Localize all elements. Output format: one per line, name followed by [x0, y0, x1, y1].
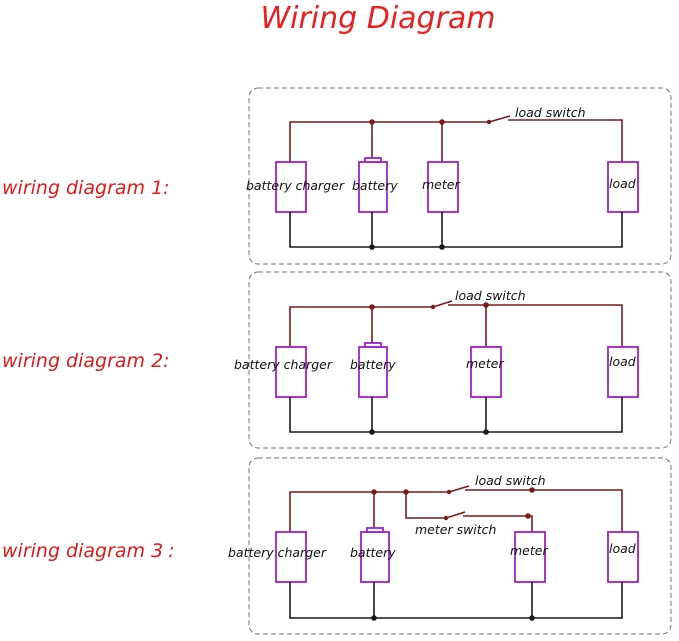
battery-charger-box: [275, 531, 307, 583]
battery-terminal: [364, 342, 382, 348]
diagram-label: wiring diagram 2:: [2, 350, 170, 372]
meter-switch-blade: [445, 511, 466, 519]
load-switch-label: load switch: [515, 105, 586, 120]
load-switch-blade: [488, 115, 511, 123]
junction: [525, 513, 531, 519]
load-box: [607, 531, 639, 583]
meter-switch-wire: [405, 492, 445, 519]
panel-border: [248, 457, 672, 635]
meter-box: [470, 346, 502, 398]
load-wire: [465, 489, 623, 532]
meter-switch-label: meter switch: [415, 522, 497, 537]
wiring-diagram-1: wiring diagram 1: load switch battery ch…: [2, 87, 672, 265]
load-switch-blade: [448, 485, 470, 493]
diagram-label: wiring diagram 3:: [2, 540, 175, 562]
diagram-label: wiring diagram 1:: [2, 177, 170, 199]
battery-label: battery: [350, 545, 396, 560]
junction: [369, 304, 375, 310]
junction: [529, 615, 535, 621]
load-box: [607, 346, 639, 398]
meter-label: meter: [466, 356, 504, 371]
page-title: Wiring Diagram: [260, 1, 495, 36]
top-wire: [289, 306, 432, 347]
junction: [439, 244, 445, 250]
diagram-label-colon: :: [168, 540, 174, 562]
junction: [371, 489, 377, 495]
meter-wire: [463, 515, 533, 532]
panel-border: [248, 87, 672, 265]
wiring-diagram-3: wiring diagram 3: load switch meter swit…: [2, 457, 672, 635]
junction: [369, 119, 375, 125]
load-label: load: [609, 541, 636, 556]
load-box: [607, 161, 639, 213]
junction: [483, 429, 489, 435]
junction: [529, 487, 535, 493]
meter-label: meter: [422, 177, 460, 192]
junction: [369, 244, 375, 250]
bottom-wire: [289, 397, 623, 433]
wiring-diagram-2: wiring diagram 2: load switch battery ch…: [2, 271, 672, 449]
top-wire: [289, 491, 448, 532]
load-wire: [508, 119, 623, 162]
meter-box: [514, 531, 546, 583]
load-label: load: [609, 176, 636, 191]
battery-terminal: [364, 157, 382, 163]
bottom-wire: [289, 212, 623, 248]
top-wire: [289, 121, 487, 162]
load-switch-blade: [432, 300, 453, 308]
load-switch-label: load switch: [455, 288, 526, 303]
battery-charger-label: battery charger: [234, 357, 333, 372]
battery-charger-label: battery charger: [228, 545, 327, 560]
junction: [439, 119, 445, 125]
battery-charger-box: [275, 161, 307, 213]
battery-terminal: [366, 527, 384, 533]
battery-label: battery: [350, 357, 396, 372]
panel-border: [248, 271, 672, 449]
battery-box: [358, 346, 388, 398]
battery-charger-box: [275, 346, 307, 398]
battery-box: [360, 531, 390, 583]
battery-charger-label: battery charger: [246, 178, 345, 193]
junction: [371, 615, 377, 621]
junction: [483, 302, 489, 308]
meter-box: [427, 161, 459, 213]
battery-label: battery: [352, 178, 398, 193]
diagram-label-text: wiring diagram 3: [2, 540, 163, 562]
bottom-wire: [289, 582, 623, 619]
meter-label: meter: [510, 543, 548, 558]
load-label: load: [609, 354, 636, 369]
junction: [369, 429, 375, 435]
load-wire: [448, 304, 623, 347]
load-switch-label: load switch: [475, 473, 546, 488]
